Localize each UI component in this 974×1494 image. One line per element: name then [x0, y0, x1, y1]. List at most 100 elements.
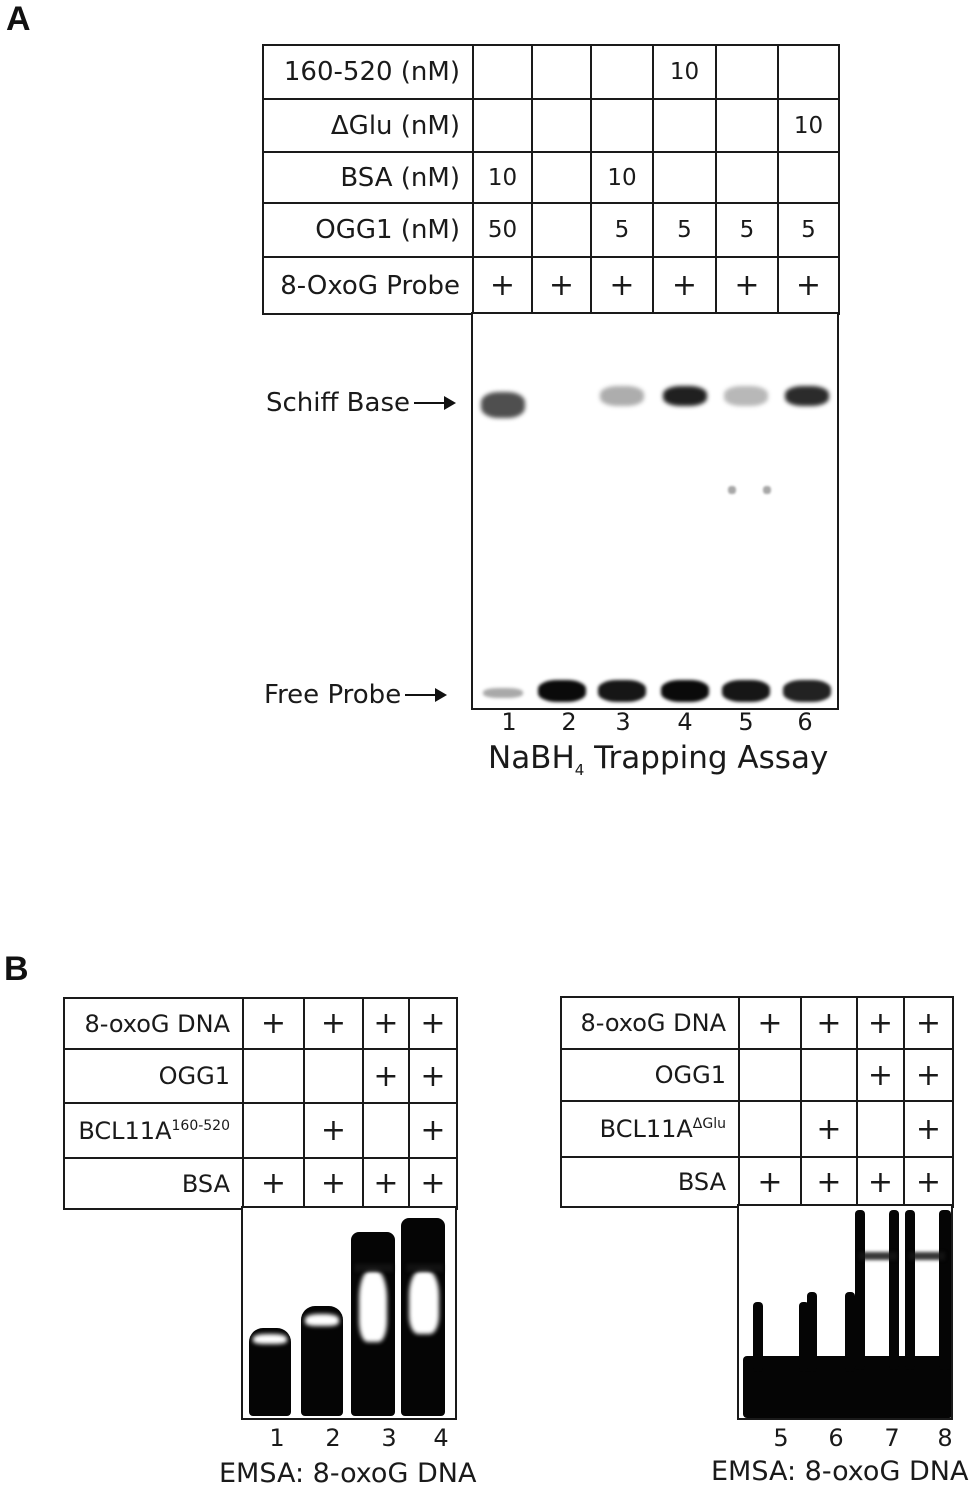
row-label-text: BSA — [181, 1169, 230, 1198]
lane-number: 7 — [884, 1424, 900, 1452]
plus-cell: + — [777, 256, 840, 315]
schiff-base-band — [600, 386, 644, 406]
plus-cell: + — [903, 1100, 954, 1158]
plus-cell: + — [303, 1157, 364, 1210]
row-label-text: 8-oxoG DNA — [580, 1009, 726, 1037]
panel-a-letter: A — [6, 0, 31, 38]
plus-cell: + — [738, 1156, 802, 1208]
panel-a-row-label: 8-OxoG Probe — [262, 256, 474, 315]
arrow-right-icon — [405, 688, 448, 702]
lane-number: 2 — [325, 1424, 341, 1452]
caption-subscript: 4 — [574, 761, 585, 780]
value-cell — [531, 151, 592, 204]
smear-edge — [845, 1292, 855, 1372]
panel-a-row-label: ΔGlu (nM) — [262, 98, 474, 153]
faint-spot — [763, 486, 771, 494]
panel-b-letter: B — [4, 950, 29, 988]
free-probe-label: Free Probe — [264, 680, 402, 710]
panel-b-left-row-label: 8-oxoG DNA — [63, 997, 244, 1050]
schiff-base-band — [663, 386, 707, 406]
plus-cell: + — [408, 1157, 458, 1210]
plus-cell: + — [362, 997, 410, 1050]
plus-cell: + — [303, 1102, 364, 1159]
plus-cell: + — [856, 996, 905, 1050]
panel-a-row: 160-520 (nM)10 — [262, 44, 840, 100]
smear-edge — [855, 1210, 865, 1370]
plus-cell: + — [242, 997, 305, 1050]
panel-b-right-caption: EMSA: 8-oxoG DNA — [711, 1456, 969, 1487]
plus-cell: + — [590, 256, 654, 315]
value-cell — [777, 44, 840, 100]
lane-number: 1 — [501, 708, 517, 736]
plus-cell: + — [362, 1048, 410, 1104]
row-label-text: OGG1 (nM) — [315, 215, 460, 245]
panel-a-row: ΔGlu (nM)10 — [262, 98, 840, 153]
plus-cell: + — [903, 1156, 954, 1208]
schiff-base-band — [785, 386, 829, 406]
plus-cell: + — [408, 1048, 458, 1104]
value-cell: 5 — [652, 202, 717, 258]
plus-cell: + — [531, 256, 592, 315]
plus-cell: + — [715, 256, 779, 315]
panel-b-right-row-label: OGG1 — [560, 1048, 740, 1102]
value-cell — [777, 151, 840, 204]
panel-a-row: 8-OxoG Probe++++++ — [262, 256, 840, 315]
panel-b-left-caption: EMSA: 8-oxoG DNA — [219, 1458, 477, 1489]
value-cell — [531, 44, 592, 100]
value-cell — [303, 1048, 364, 1104]
value-cell — [242, 1048, 305, 1104]
value-cell — [715, 44, 779, 100]
plus-cell: + — [903, 996, 954, 1050]
plus-cell: + — [362, 1157, 410, 1210]
schiff-base-label: Schiff Base — [266, 388, 410, 418]
panel-b-right-gel — [737, 1204, 953, 1420]
panel-b-left-row-label: BSA — [63, 1157, 244, 1210]
panel-b-right-row-label: 8-oxoG DNA — [560, 996, 740, 1050]
value-cell — [472, 98, 533, 153]
row-label-text: 8-oxoG DNA — [84, 1009, 230, 1038]
schiff-base-band — [481, 392, 525, 418]
panel-b-left-row-label: OGG1 — [63, 1048, 244, 1104]
lane-number: 2 — [561, 708, 577, 736]
value-cell — [800, 1048, 858, 1102]
shifted-complex-band — [355, 1264, 393, 1272]
value-cell: 10 — [472, 151, 533, 204]
plus-cell: + — [856, 1156, 905, 1208]
free-probe-band — [538, 680, 586, 702]
row-label-superscript: 160-520 — [171, 1117, 231, 1134]
panel-a-caption: NaBH4 Trapping Assay — [488, 740, 828, 779]
lane-number: 3 — [381, 1424, 397, 1452]
panel-b-left-row: OGG1 ++ — [63, 1048, 458, 1104]
free-probe-band — [483, 688, 523, 698]
panel-b-left-row: 8-oxoG DNA++++ — [63, 997, 458, 1050]
panel-a-row-label: OGG1 (nM) — [262, 202, 474, 258]
value-cell — [531, 202, 592, 258]
panel-b-left-gel — [241, 1206, 457, 1420]
panel-b-right-row-label: BCL11AΔGlu — [560, 1100, 740, 1158]
panel-b-left-conditions-table: 8-oxoG DNA++++OGG1++BCL11A160-520++BSA++… — [63, 997, 458, 1210]
row-label-text: BSA — [677, 1168, 726, 1196]
lane-number: 6 — [828, 1424, 844, 1452]
plus-cell: + — [800, 996, 858, 1050]
smear-edge — [905, 1210, 915, 1370]
lane-number: 8 — [937, 1424, 953, 1452]
free-probe-band — [722, 680, 770, 702]
row-label-text: 160-520 (nM) — [283, 57, 460, 87]
value-cell — [472, 44, 533, 100]
lane-number: 3 — [615, 708, 631, 736]
panel-a-gel — [471, 312, 839, 710]
smear-edge — [799, 1302, 809, 1372]
shifted-complex-band — [859, 1252, 897, 1260]
free-probe-band — [783, 680, 831, 702]
panel-b-left-row: BSA++++ — [63, 1157, 458, 1210]
value-cell — [738, 1048, 802, 1102]
row-label-text: BSA (nM) — [340, 162, 460, 193]
caption-text: NaBH — [488, 740, 575, 776]
panel-b-right-row: 8-oxoG DNA++++ — [560, 996, 954, 1050]
smear-edge — [889, 1210, 899, 1370]
row-label-text: OGG1 — [158, 1062, 230, 1090]
shifted-complex-band — [407, 1264, 443, 1272]
